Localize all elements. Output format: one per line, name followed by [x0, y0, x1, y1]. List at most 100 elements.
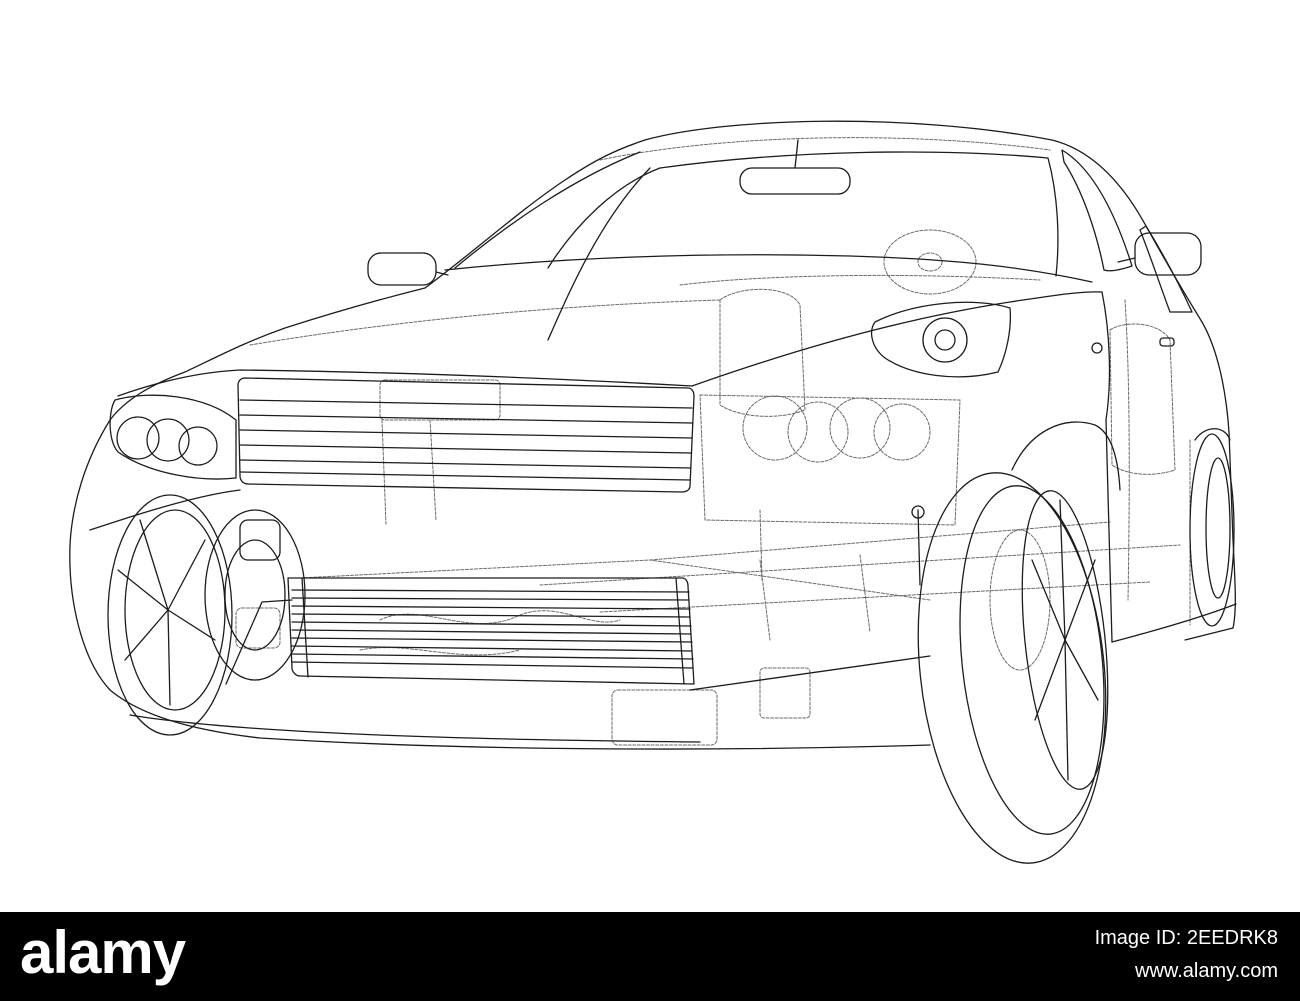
engine-block: [699, 394, 961, 526]
door-handle-rear: [1159, 337, 1175, 347]
front-strut: [381, 419, 387, 526]
seat-front-right: [1109, 323, 1176, 475]
side-sill: [1111, 603, 1237, 643]
headlight-lens-inner: [934, 329, 956, 351]
lower-box: [611, 689, 718, 746]
radiator-side: [301, 577, 309, 678]
car-wireframe-illustration: [69, 120, 1237, 864]
rim-spoke: [117, 569, 169, 611]
rim-spoke: [124, 609, 169, 661]
headlight-right-housing: [871, 301, 1012, 378]
front-grille: [237, 377, 695, 493]
cross-member: [859, 554, 871, 633]
battery-box: [379, 379, 501, 421]
lower-box: [759, 667, 811, 719]
car-body: [69, 120, 1237, 864]
rim-spoke: [167, 609, 216, 641]
radiator: [287, 577, 695, 685]
radiator-fin: [291, 653, 694, 660]
radiator-fin: [291, 629, 692, 635]
front-strut: [429, 419, 437, 521]
floor-pan: [539, 544, 1181, 586]
image-meta: Image ID: 2EEDRK8 www.alamy.com: [1095, 922, 1278, 988]
radiator-fin: [291, 589, 690, 593]
side-mirror-right-mount: [1117, 257, 1136, 263]
brake-disc-left-inner: [224, 539, 286, 651]
rim-spoke: [1034, 639, 1066, 721]
engine-cylinder: [873, 403, 931, 461]
grille-bar: [239, 444, 692, 454]
brake-disc-right: [989, 529, 1051, 671]
rear-tire-right: [1189, 433, 1235, 627]
rim-spoke: [167, 539, 206, 611]
rim-spoke: [1064, 639, 1069, 781]
suspension-spring: [917, 509, 921, 586]
grille-bar: [239, 399, 693, 409]
chassis-rail-lower: [689, 655, 931, 691]
suspension-spring: [759, 509, 763, 581]
headlight-lens: [116, 416, 160, 460]
rear-view-mirror-stem: [794, 139, 799, 169]
rim-spoke: [167, 609, 171, 706]
rim-spoke: [1064, 559, 1096, 641]
front-bumper: [69, 544, 931, 750]
side-window-front: [1061, 149, 1133, 272]
door-handle: [1091, 342, 1103, 354]
rear-view-mirror: [739, 167, 851, 195]
rim-spoke: [1064, 639, 1099, 701]
rear-lower-edge: [1184, 627, 1234, 641]
cross-member: [759, 559, 771, 641]
rim-spoke: [1031, 559, 1066, 641]
hood-crease: [249, 299, 721, 346]
side-window-rear: [1139, 225, 1193, 313]
side-mirror-left: [367, 252, 437, 286]
front-tire-left: [107, 494, 233, 736]
radiator-fin: [291, 597, 690, 601]
door-inner-line: [1124, 299, 1130, 601]
headlight-left-housing: [109, 394, 237, 480]
chassis-rail: [649, 521, 1111, 561]
brake-disc-left: [204, 509, 306, 681]
front-bracket: [225, 599, 293, 685]
front-tire-right: [917, 472, 1107, 864]
fog-light: [235, 607, 281, 649]
radiator-fin: [291, 613, 691, 618]
spring-top: [911, 505, 925, 519]
right-fender: [691, 291, 1103, 387]
side-mirror-left-mount: [435, 271, 449, 276]
steering-wheel-hub: [917, 252, 943, 272]
intake-pipe: [359, 647, 521, 656]
radiator-fin: [291, 621, 692, 627]
front-tire-right-wall: [959, 485, 1105, 835]
radiator-fin: [291, 645, 693, 652]
image-id-label: Image ID: 2EEDRK8: [1094, 927, 1278, 949]
radiator-fin: [291, 661, 694, 669]
car-internals: [235, 137, 1191, 746]
brake-caliper: [239, 519, 281, 561]
front-rim-left: [124, 509, 226, 711]
side-mirror-right: [1134, 232, 1202, 276]
roof-inner-line: [599, 137, 1051, 161]
radiator-side: [675, 577, 685, 685]
headlight-lens: [146, 418, 190, 462]
headlight-lens: [922, 317, 968, 363]
engine-cylinder: [829, 397, 891, 459]
hood-leading-edge: [117, 369, 693, 397]
grille-bar: [239, 414, 693, 424]
front-bumper-lip: [129, 714, 701, 743]
cowl-line: [444, 254, 1093, 283]
intake-pipe: [379, 610, 621, 624]
engine-cylinder: [787, 401, 849, 463]
front-door-edge: [1105, 419, 1113, 643]
headlight-lens: [178, 426, 218, 466]
footer-bar: alamy Image ID: 2EEDRK8 www.alamy.com: [0, 912, 1300, 1001]
dashboard: [679, 274, 1041, 286]
radiator-fin: [291, 637, 693, 643]
grille-bar: [239, 459, 692, 469]
website-url: www.alamy.com: [1135, 960, 1278, 982]
body-outline: [69, 120, 1236, 629]
engine-cylinder: [742, 395, 808, 461]
radiator-fin: [291, 605, 691, 610]
bumper-crease: [89, 489, 241, 531]
a-pillar-edge: [547, 167, 651, 341]
